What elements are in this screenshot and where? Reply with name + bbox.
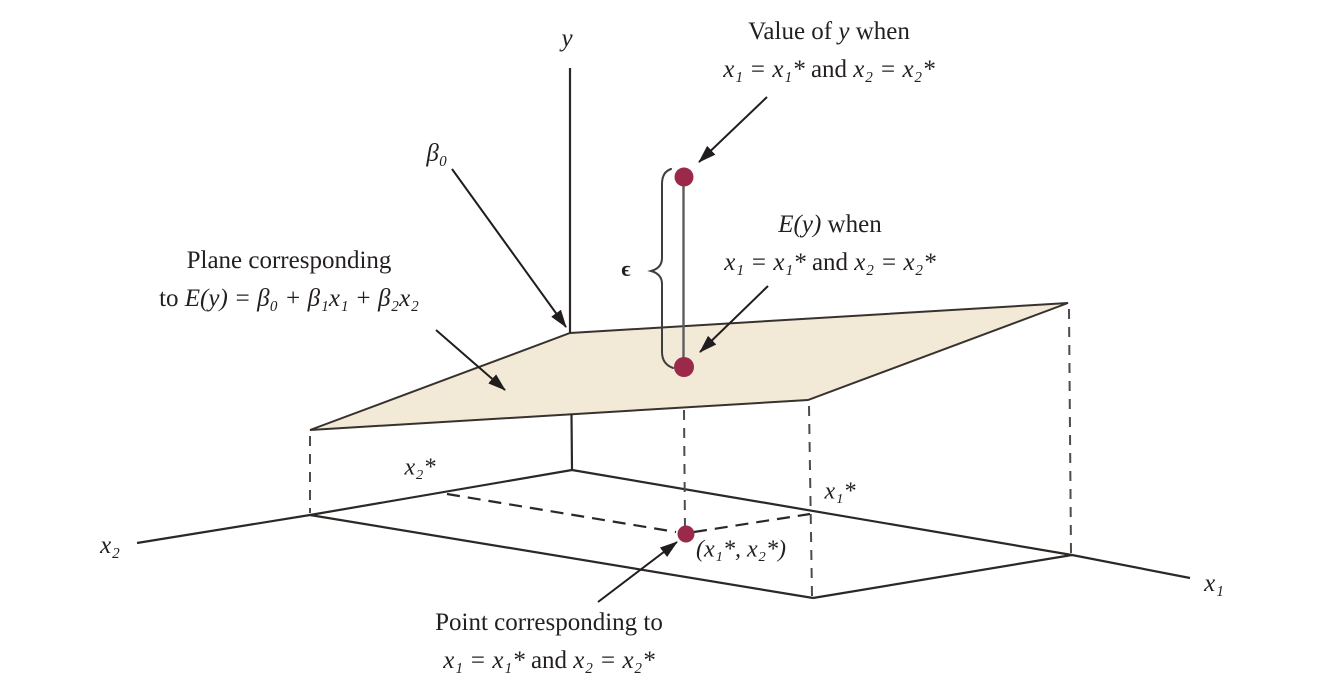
base-front-right-edge <box>812 553 1073 600</box>
value-of-y-pre: Value of <box>748 18 839 45</box>
condition-x1: x₁ = x₁* <box>723 56 805 83</box>
point-x1x2 <box>677 525 695 543</box>
drop-line-right <box>1068 308 1072 554</box>
y-axis-label: y <box>561 25 573 52</box>
point-y-value <box>674 167 694 187</box>
plane-line1: Plane corresponding <box>186 247 392 274</box>
condition-and: and <box>524 647 574 674</box>
ey-var: E(y) <box>778 211 822 238</box>
arrow-beta0 <box>451 168 567 328</box>
ey-line1: E(y) when <box>724 206 936 244</box>
plane-annotation: Plane corresponding to E(y) = β₀ + β₁x₁ … <box>159 242 419 318</box>
x1-axis-label: x₁ <box>1204 570 1224 597</box>
plane-equation: E(y) = β₀ + β₁x₁ + β₂x₂ <box>184 285 419 312</box>
arrow-ey <box>699 285 769 353</box>
point-ey-value <box>674 357 694 377</box>
value-of-y-line1: Value of y when <box>723 13 935 51</box>
condition-x2: x₂ = x₂* <box>854 249 936 276</box>
value-of-y-post: when <box>849 18 910 45</box>
condition-x2: x₂ = x₂* <box>853 56 935 83</box>
dashed-x2star-to-point <box>446 492 677 534</box>
y-axis-lower <box>570 413 574 471</box>
x1-axis <box>571 468 1191 580</box>
value-of-y-line2: x₁ = x₁* and x₂ = x₂* <box>723 51 935 89</box>
arrow-plane <box>435 329 506 391</box>
base-point-line2: x₁ = x₁* and x₂ = x₂* <box>435 642 663 680</box>
base-point-annotation: Point corresponding to x₁ = x₁* and x₂ =… <box>435 604 663 680</box>
beta0-label: β₀ <box>426 140 448 167</box>
x1-star-label: x₁* <box>824 478 856 505</box>
condition-x1: x₁ = x₁* <box>443 647 525 674</box>
arrow-value-of-y <box>698 96 768 163</box>
value-of-y-annotation: Value of y when x₁ = x₁* and x₂ = x₂* <box>723 13 935 89</box>
condition-and: and <box>805 249 855 276</box>
drop-line-front <box>808 405 813 597</box>
plane-pre: to <box>159 285 185 312</box>
arrow-base-point <box>597 541 678 603</box>
condition-and: and <box>804 56 854 83</box>
x2-axis <box>136 468 573 545</box>
dashed-point-to-x1star <box>693 512 811 534</box>
value-of-y-var: y <box>838 18 850 45</box>
x2-star-label: x₂* <box>404 454 436 481</box>
x2-axis-label: x₂ <box>100 532 120 559</box>
condition-x1: x₁ = x₁* <box>724 249 806 276</box>
base-point-line1: Point corresponding to <box>435 609 663 636</box>
ey-post: when <box>821 211 882 238</box>
ey-annotation: E(y) when x₁ = x₁* and x₂ = x₂* <box>724 206 936 282</box>
epsilon-brace <box>647 168 674 369</box>
epsilon-label: ϵ <box>621 255 631 281</box>
base-front-left-edge <box>309 513 814 600</box>
condition-x2: x₂ = x₂* <box>573 647 655 674</box>
drop-line-to-base-point <box>683 409 686 531</box>
plane-line2: to E(y) = β₀ + β₁x₁ + β₂x₂ <box>159 280 419 318</box>
ey-line2: x₁ = x₁* and x₂ = x₂* <box>724 244 936 282</box>
point-coords-label: (x₁*, x₂*) <box>696 536 786 563</box>
